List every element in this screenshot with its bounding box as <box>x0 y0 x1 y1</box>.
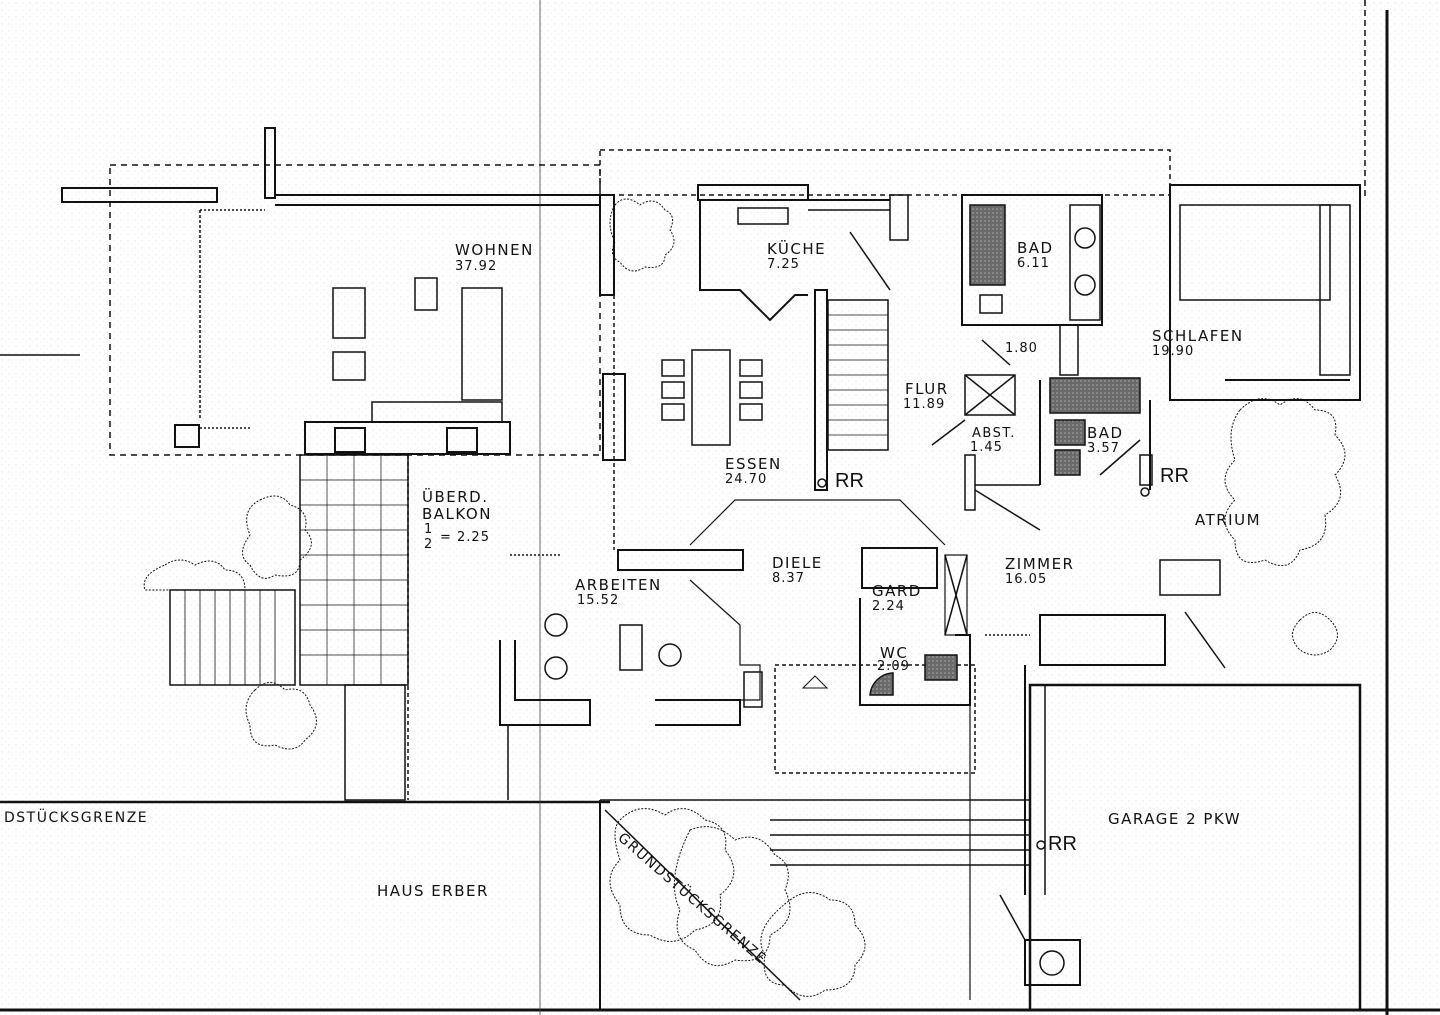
room-label-gard: GARD <box>872 582 922 600</box>
rr-marker-garage: RR <box>1048 833 1077 855</box>
room-label-wc: WC <box>880 644 909 662</box>
room-area-flur-sub: 1.80 <box>1005 341 1038 356</box>
room-label-garage: GARAGE 2 PKW <box>1108 810 1242 828</box>
room-area-arbeiten: 15.52 <box>577 593 620 608</box>
room-label-bad-1: BAD <box>1017 239 1054 257</box>
room-label-bad-2: BAD <box>1087 424 1124 442</box>
room-label-balkon-line2: BALKON <box>422 505 492 523</box>
balkon-fraction-denominator: 2 <box>424 537 434 552</box>
room-label-diele: DIELE <box>772 554 823 572</box>
rr-marker-essen: RR <box>835 470 864 492</box>
room-label-arbeiten: ARBEITEN <box>575 576 662 594</box>
room-label-balkon-line1: ÜBERD. <box>422 488 489 506</box>
neighbor-house-label: HAUS ERBER <box>377 882 489 900</box>
room-area-gard: 2.24 <box>872 599 905 614</box>
room-label-abst: ABST. <box>972 426 1016 441</box>
room-label-schlafen: SCHLAFEN <box>1152 327 1244 345</box>
room-area-flur: 11.89 <box>903 397 946 412</box>
rr-marker-atrium: RR <box>1160 465 1189 487</box>
room-area-wc: 2.09 <box>877 659 910 674</box>
room-label-zimmer: ZIMMER <box>1005 555 1075 573</box>
room-area-essen: 24.70 <box>725 472 768 487</box>
room-area-zimmer: 16.05 <box>1005 572 1048 587</box>
room-area-wohnen: 37.92 <box>455 259 498 274</box>
room-area-balkon: = 2.25 <box>440 530 490 545</box>
room-area-abst: 1.45 <box>970 440 1003 455</box>
room-label-kueche: KÜCHE <box>767 240 827 258</box>
room-label-essen: ESSEN <box>725 455 782 473</box>
balkon-fraction-numerator: 1 <box>424 522 434 537</box>
room-label-flur: FLUR <box>905 380 949 398</box>
boundary-label-left: DSTÜCKSGRENZE <box>4 810 149 826</box>
room-area-diele: 8.37 <box>772 571 805 586</box>
room-label-atrium: ATRIUM <box>1195 511 1262 529</box>
room-area-bad-1: 6.11 <box>1017 256 1050 271</box>
room-area-schlafen: 19.90 <box>1152 344 1195 359</box>
room-area-bad-2: 3.57 <box>1087 441 1120 456</box>
room-area-kueche: 7.25 <box>767 257 800 272</box>
room-label-wohnen: WOHNEN <box>455 241 534 259</box>
